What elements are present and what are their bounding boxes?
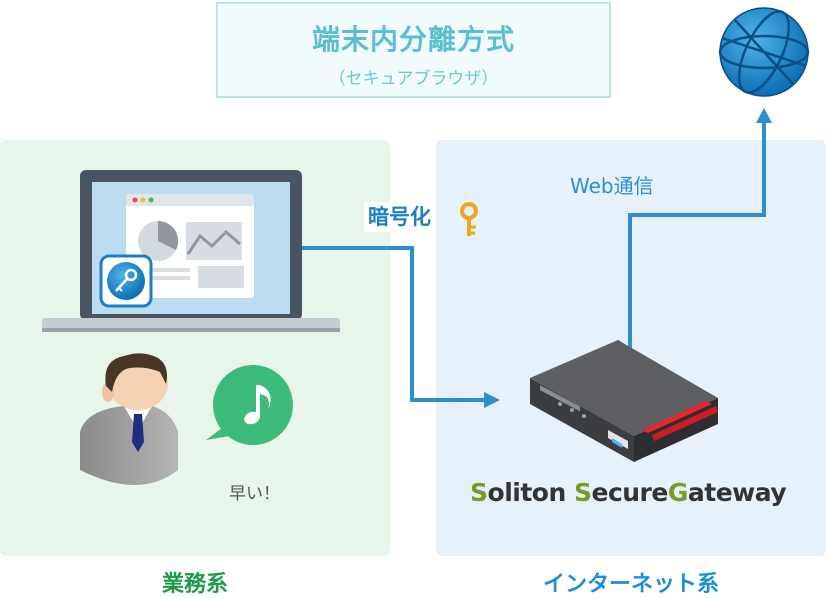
business-zone-label: 業務系 [161,572,228,597]
title-box: 端末内分離方式 （セキュアブラウザ） [216,2,611,98]
brand-text: ateway [687,478,787,507]
laptop-icon [42,170,340,332]
internet-zone-label: インターネット系 [542,572,719,597]
fast-label: 早い！ [229,484,280,504]
web-connection-arrow [628,108,772,355]
encryption-label: 暗号化 [364,202,435,232]
gateway-device-icon [530,340,718,462]
globe-icon [718,7,810,97]
encrypted-connection-arrow [255,246,500,408]
brand-initial: S [470,478,488,507]
brand-initial: S [573,478,592,507]
web-communication-label: Web通信 [570,174,654,198]
diagram-subtitle: （セキュアブラウザ） [328,69,499,89]
key-icon [460,202,478,236]
brand-initial: G [667,478,689,507]
music-note-icon [206,365,293,445]
secure-browser-app-icon [99,254,153,308]
product-brand-name: Soliton SecureGateway [470,478,800,507]
person-icon [80,353,178,485]
brand-text: oliton [487,478,574,507]
brand-text: ecure [591,478,668,507]
diagram-title: 端末内分離方式 [311,23,515,56]
